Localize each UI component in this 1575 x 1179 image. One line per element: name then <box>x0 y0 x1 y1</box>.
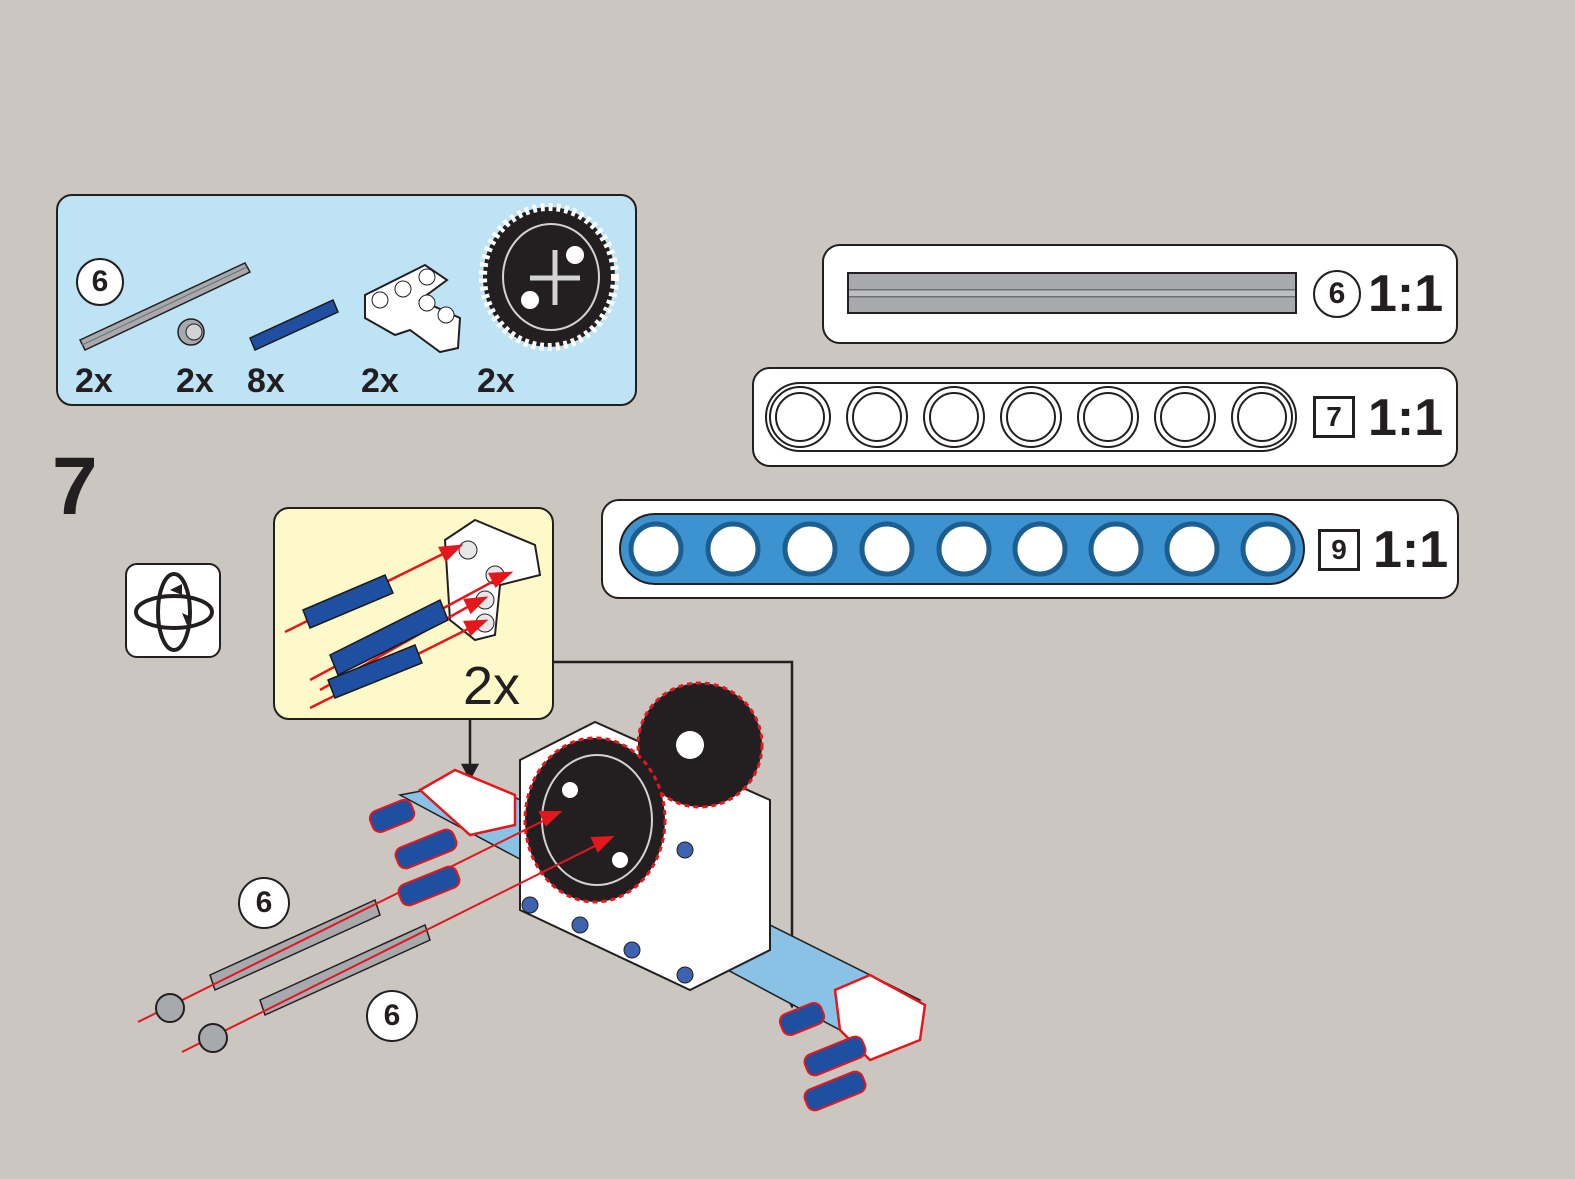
qty-gear: 2x <box>477 362 515 400</box>
assembly-blue-pins <box>368 798 867 1112</box>
qty-axle: 2x <box>75 362 113 400</box>
axle-callout-top: 6 <box>238 877 290 929</box>
axles-with-arrows <box>137 811 615 1053</box>
qty-long-pin: 8x <box>247 362 285 400</box>
t-beam-part-icon <box>364 263 462 354</box>
scale-length-badge-axle: 6 <box>1313 270 1361 318</box>
bushing-part-icon <box>177 318 205 346</box>
step-number: 7 <box>52 441 98 532</box>
blue-pins <box>302 574 449 699</box>
axle-length-badge: 6 <box>76 258 124 306</box>
gear-back <box>636 681 764 809</box>
scale-length-badge-white-beam: 7 <box>1313 396 1355 438</box>
scale-length-badge-blue-beam: 9 <box>1318 529 1360 571</box>
scale-ratio-axle: 1:1 <box>1368 265 1444 323</box>
axle-part-icon <box>78 262 252 351</box>
scale-ratio-white-beam: 1:1 <box>1368 389 1444 447</box>
scale-ratio-blue-beam: 1:1 <box>1373 521 1449 579</box>
axle-scale-drawing <box>847 272 1297 314</box>
axle-callout-bottom: 6 <box>366 990 418 1042</box>
qty-t-beam: 2x <box>361 362 399 400</box>
rotate-icon <box>134 572 214 652</box>
gear-part-icon <box>479 203 619 351</box>
subassembly-multiplier: 2x <box>463 656 521 716</box>
rotate-model-indicator <box>125 563 221 658</box>
long-pin-part-icon <box>249 298 339 352</box>
qty-bushing: 2x <box>176 362 214 400</box>
gear-front <box>523 736 667 904</box>
